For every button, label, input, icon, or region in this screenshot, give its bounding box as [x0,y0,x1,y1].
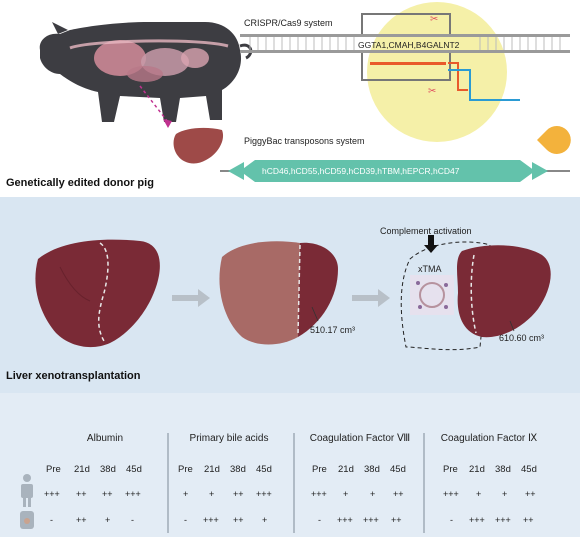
human-cell: ++ [76,489,87,499]
header-pre: Pre [443,464,458,475]
post-volume-label: 610.60 cm³ [499,333,545,343]
liver-function-table: Albumin Pre 21d 38d 45d +++ ++ ++ +++ - … [0,393,580,537]
pig-cell: - [50,515,53,525]
human-cell: ++ [393,489,404,499]
pig-face-icon [20,511,34,529]
human-cell: +++ [125,489,141,499]
human-cell: + [502,489,508,499]
liver-graft-icon [219,241,338,345]
down-arrow-icon [424,235,438,253]
crispr-label: CRISPR/Cas9 system [244,18,333,28]
human-cell: + [476,489,482,499]
header-21d: 21d [204,464,220,475]
human-cell: +++ [443,489,459,499]
pig-cell: ++ [523,515,534,525]
pig-cell: ++ [76,515,87,525]
section-title-liver: Liver xenotransplantation [6,370,141,382]
human-cell: ++ [525,489,536,499]
header-45d: 45d [390,464,406,475]
transgenes-label: hCD46,hCD55,hCD59,hCD39,hTBM,hEPCR,hCD47 [262,166,460,176]
header-pre: Pre [312,464,327,475]
human-cell: +++ [44,489,60,499]
pig-cell: - [184,515,187,525]
pig-cell: +++ [363,515,379,525]
human-cell: ++ [233,489,244,499]
piggybac-label: PiggyBac transposons system [244,136,365,146]
pig-cell: - [450,515,453,525]
human-cell: ++ [102,489,113,499]
header-38d: 38d [230,464,246,475]
human-cell: +++ [311,489,327,499]
xenotransplant-graphic [35,235,551,351]
header-21d: 21d [74,464,90,475]
human-icon [21,474,33,507]
pig-cell: +++ [203,515,219,525]
human-cell: +++ [256,489,272,499]
transposase-icon [537,125,571,155]
header-38d: 38d [495,464,511,475]
scissors-icon: ✂ [428,86,436,97]
header-pre: Pre [46,464,61,475]
header-45d: 45d [521,464,537,475]
pig-icon [39,22,253,122]
complement-label: Complement activation [380,226,472,236]
header-38d: 38d [364,464,380,475]
pig-cell: - [131,515,134,525]
header-21d: 21d [469,464,485,475]
crispr-dna-graphic: ✂ ✂ [240,2,570,142]
liver-pre-icon [35,239,160,348]
graft-volume-label: 510.17 cm³ [310,325,356,335]
donor-pig-panel: ✂ ✂ CRISPR/Cas9 system GGTA1,CMAH,B4GALN… [0,0,580,197]
pig-cell: +++ [337,515,353,525]
human-cell: + [370,489,376,499]
header-45d: 45d [256,464,272,475]
pig-cell: ++ [233,515,244,525]
xenotransplant-panel: Complement activation xTMA 510.17 cm³ 61… [0,197,580,393]
header-38d: 38d [100,464,116,475]
column-title: Albumin [86,433,124,444]
header-21d: 21d [338,464,354,475]
donor-liver-icon [173,127,224,164]
human-cell: + [209,489,215,499]
scissors-icon: ✂ [430,14,438,25]
pig-cell: - [318,515,321,525]
piggybac-graphic [220,125,571,182]
pig-cell: + [262,515,268,525]
column-title: Primary bile acids [189,433,269,444]
section-title-donor: Genetically edited donor pig [6,177,154,189]
header-pre: Pre [178,464,193,475]
liver-post-icon [457,245,551,338]
pig-cell: +++ [469,515,485,525]
pig-cell: ++ [391,515,402,525]
donor-pig-graphic: ✂ ✂ [39,2,571,182]
xtma-histology-image [410,275,454,315]
column-title: Coagulation Factor Ⅷ [309,433,411,444]
pig-cell: + [105,515,111,525]
table-graphic [20,433,425,533]
pig-cell: +++ [495,515,511,525]
genes-label: GGTA1,CMAH,B4GALNT2 [358,40,460,50]
human-cell: + [183,489,189,499]
xtma-label: xTMA [418,264,442,274]
header-45d: 45d [126,464,142,475]
column-title: Coagulation Factor Ⅸ [440,433,538,444]
human-cell: + [343,489,349,499]
